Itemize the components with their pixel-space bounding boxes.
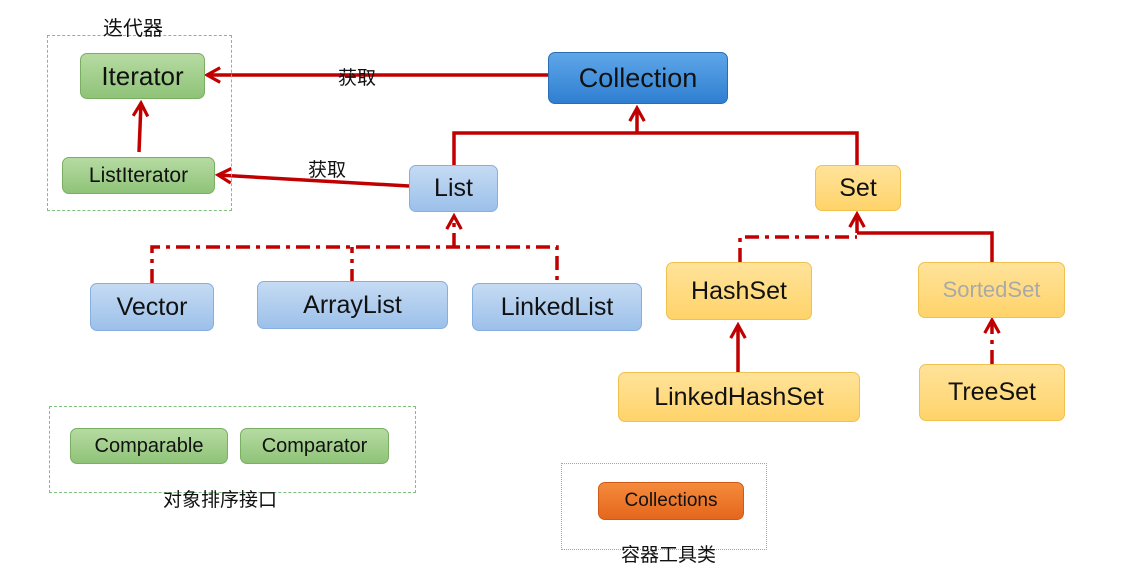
iterator-group — [47, 35, 232, 211]
node-vector[interactable]: Vector — [90, 283, 214, 331]
node-sorted-set[interactable]: SortedSet — [918, 262, 1065, 318]
node-list[interactable]: List — [409, 165, 498, 212]
node-list-iterator[interactable]: ListIterator — [62, 157, 215, 194]
edge-label-list-listiterator: 获取 — [308, 159, 347, 181]
edge-list-listiterator — [218, 175, 410, 188]
edge-listiterator-iterator — [139, 103, 141, 153]
iterator-group-title: 迭代器 — [103, 16, 163, 40]
node-tree-set[interactable]: TreeSet — [919, 364, 1065, 421]
node-iterator[interactable]: Iterator — [80, 53, 205, 99]
utility-group-title: 容器工具类 — [621, 544, 717, 566]
node-comparator[interactable]: Comparator — [240, 428, 389, 464]
node-hash-set[interactable]: HashSet — [666, 262, 812, 320]
comparison-group-title: 对象排序接口 — [163, 489, 278, 511]
node-comparable[interactable]: Comparable — [70, 428, 228, 464]
node-linked-hash-set[interactable]: LinkedHashSet — [618, 372, 860, 422]
comparison-group — [49, 406, 416, 493]
edge-implements-list — [150, 245, 559, 283]
node-collection[interactable]: Collection — [548, 52, 728, 104]
node-collections[interactable]: Collections — [598, 482, 744, 520]
edge-label-collection-iterator: 获取 — [338, 67, 377, 89]
node-set[interactable]: Set — [815, 165, 901, 211]
node-linked-list[interactable]: LinkedList — [472, 283, 642, 331]
node-array-list[interactable]: ArrayList — [257, 281, 448, 329]
edge-list-set-collection — [452, 131, 859, 165]
utility-group — [561, 463, 767, 550]
edge-sortedset-set — [857, 231, 994, 262]
edge-hashset-set — [738, 235, 857, 262]
